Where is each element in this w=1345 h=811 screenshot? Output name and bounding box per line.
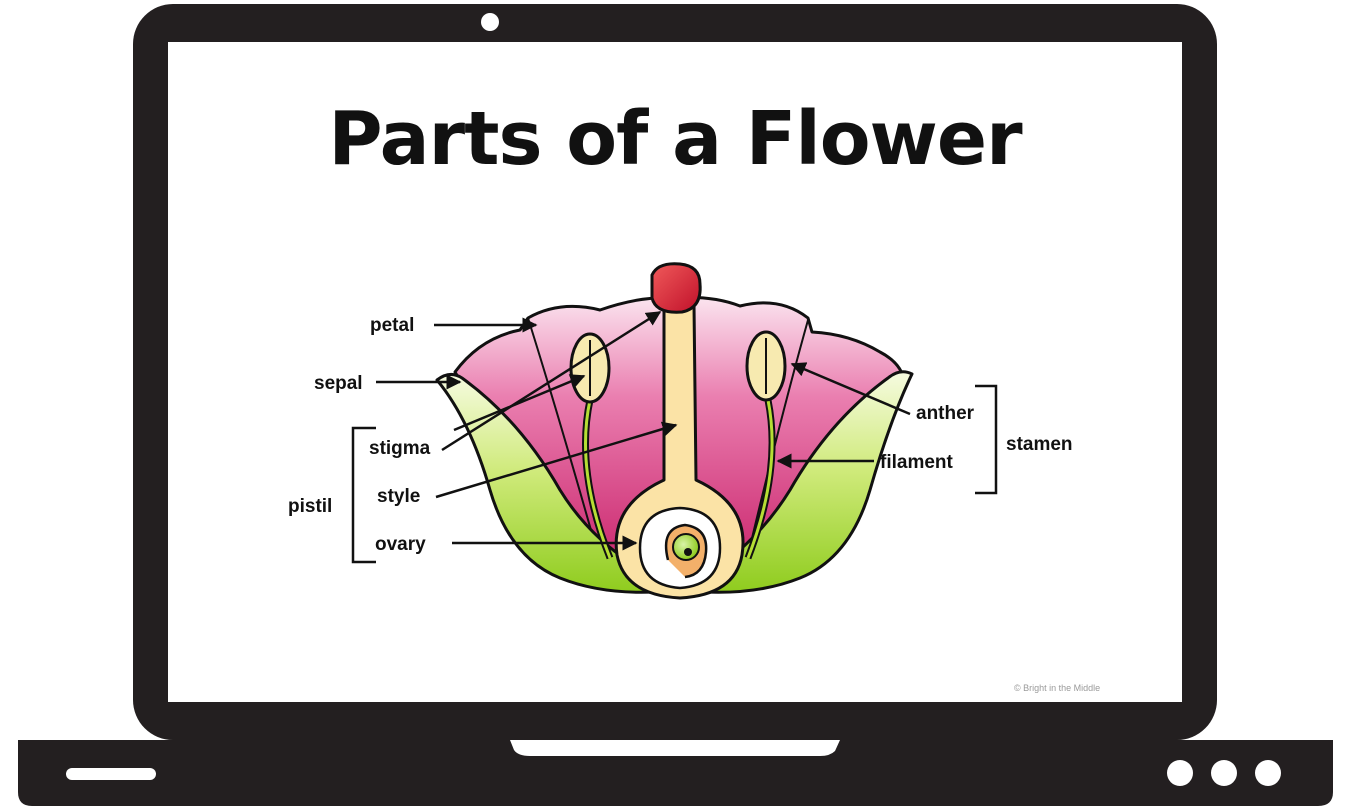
page-title: Parts of a Flower <box>168 96 1182 182</box>
ovary-label: ovary <box>375 534 426 555</box>
anther-label: anther <box>916 403 975 424</box>
trackpad-notch <box>510 740 840 756</box>
indicator-dot-3-icon <box>1255 760 1281 786</box>
speaker-slot-icon <box>66 768 156 780</box>
stamen-label: stamen <box>1006 434 1073 455</box>
indicator-dot-2-icon <box>1211 760 1237 786</box>
style-label: style <box>377 486 420 507</box>
filament-label: filament <box>880 452 954 473</box>
webcam-icon <box>481 13 499 31</box>
sepal-label: sepal <box>314 373 363 394</box>
stigma-label: stigma <box>369 438 431 459</box>
indicator-dot-1-icon <box>1167 760 1193 786</box>
stigma-shape <box>652 264 700 312</box>
pistil-label: pistil <box>288 496 332 517</box>
copyright-text: © Bright in the Middle <box>1014 683 1100 693</box>
petal-label: petal <box>370 315 414 336</box>
